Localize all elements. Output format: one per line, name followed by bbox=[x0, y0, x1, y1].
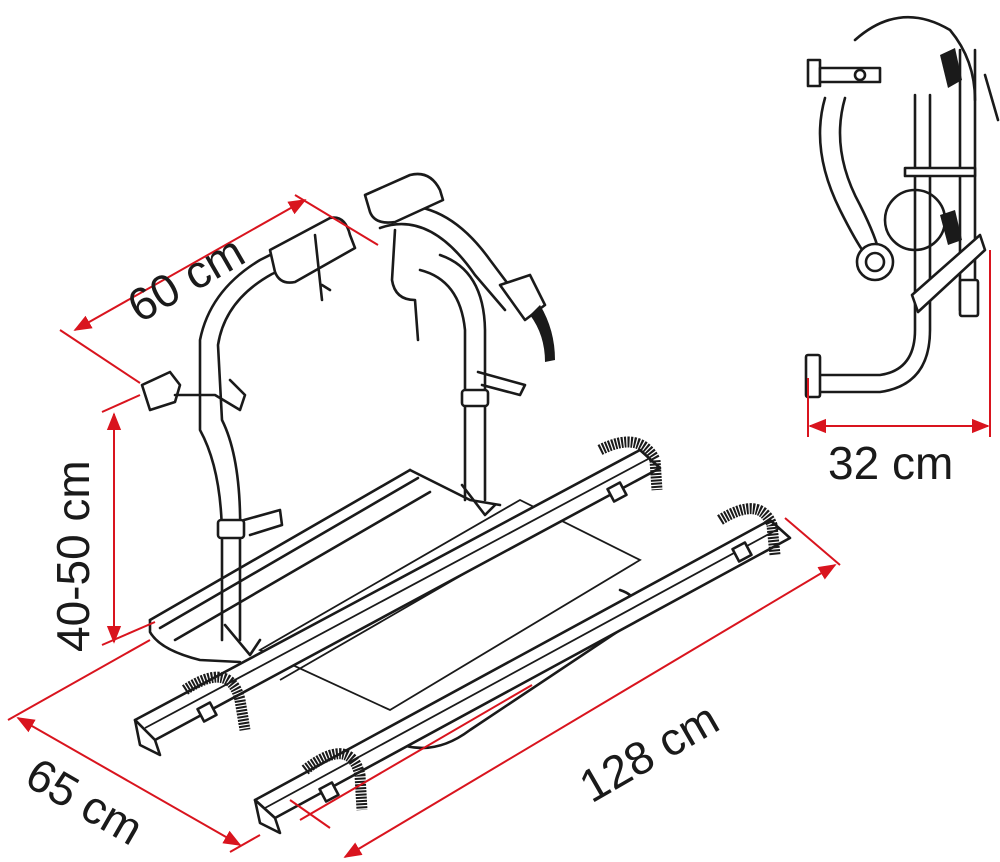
side-dimension-lines bbox=[807, 250, 991, 437]
dimension-lines bbox=[7, 194, 841, 858]
right-upright bbox=[418, 253, 527, 517]
dimension-label-40-50cm: 40-50 cm bbox=[47, 460, 99, 652]
side-view bbox=[804, 15, 1000, 437]
left-upright bbox=[198, 243, 300, 657]
wheel-rail-rear bbox=[253, 503, 792, 835]
top-holder bbox=[268, 172, 555, 362]
dimension-label-32cm: 32 cm bbox=[828, 437, 954, 489]
left-bracket bbox=[140, 370, 247, 412]
perspective-view bbox=[7, 172, 841, 858]
